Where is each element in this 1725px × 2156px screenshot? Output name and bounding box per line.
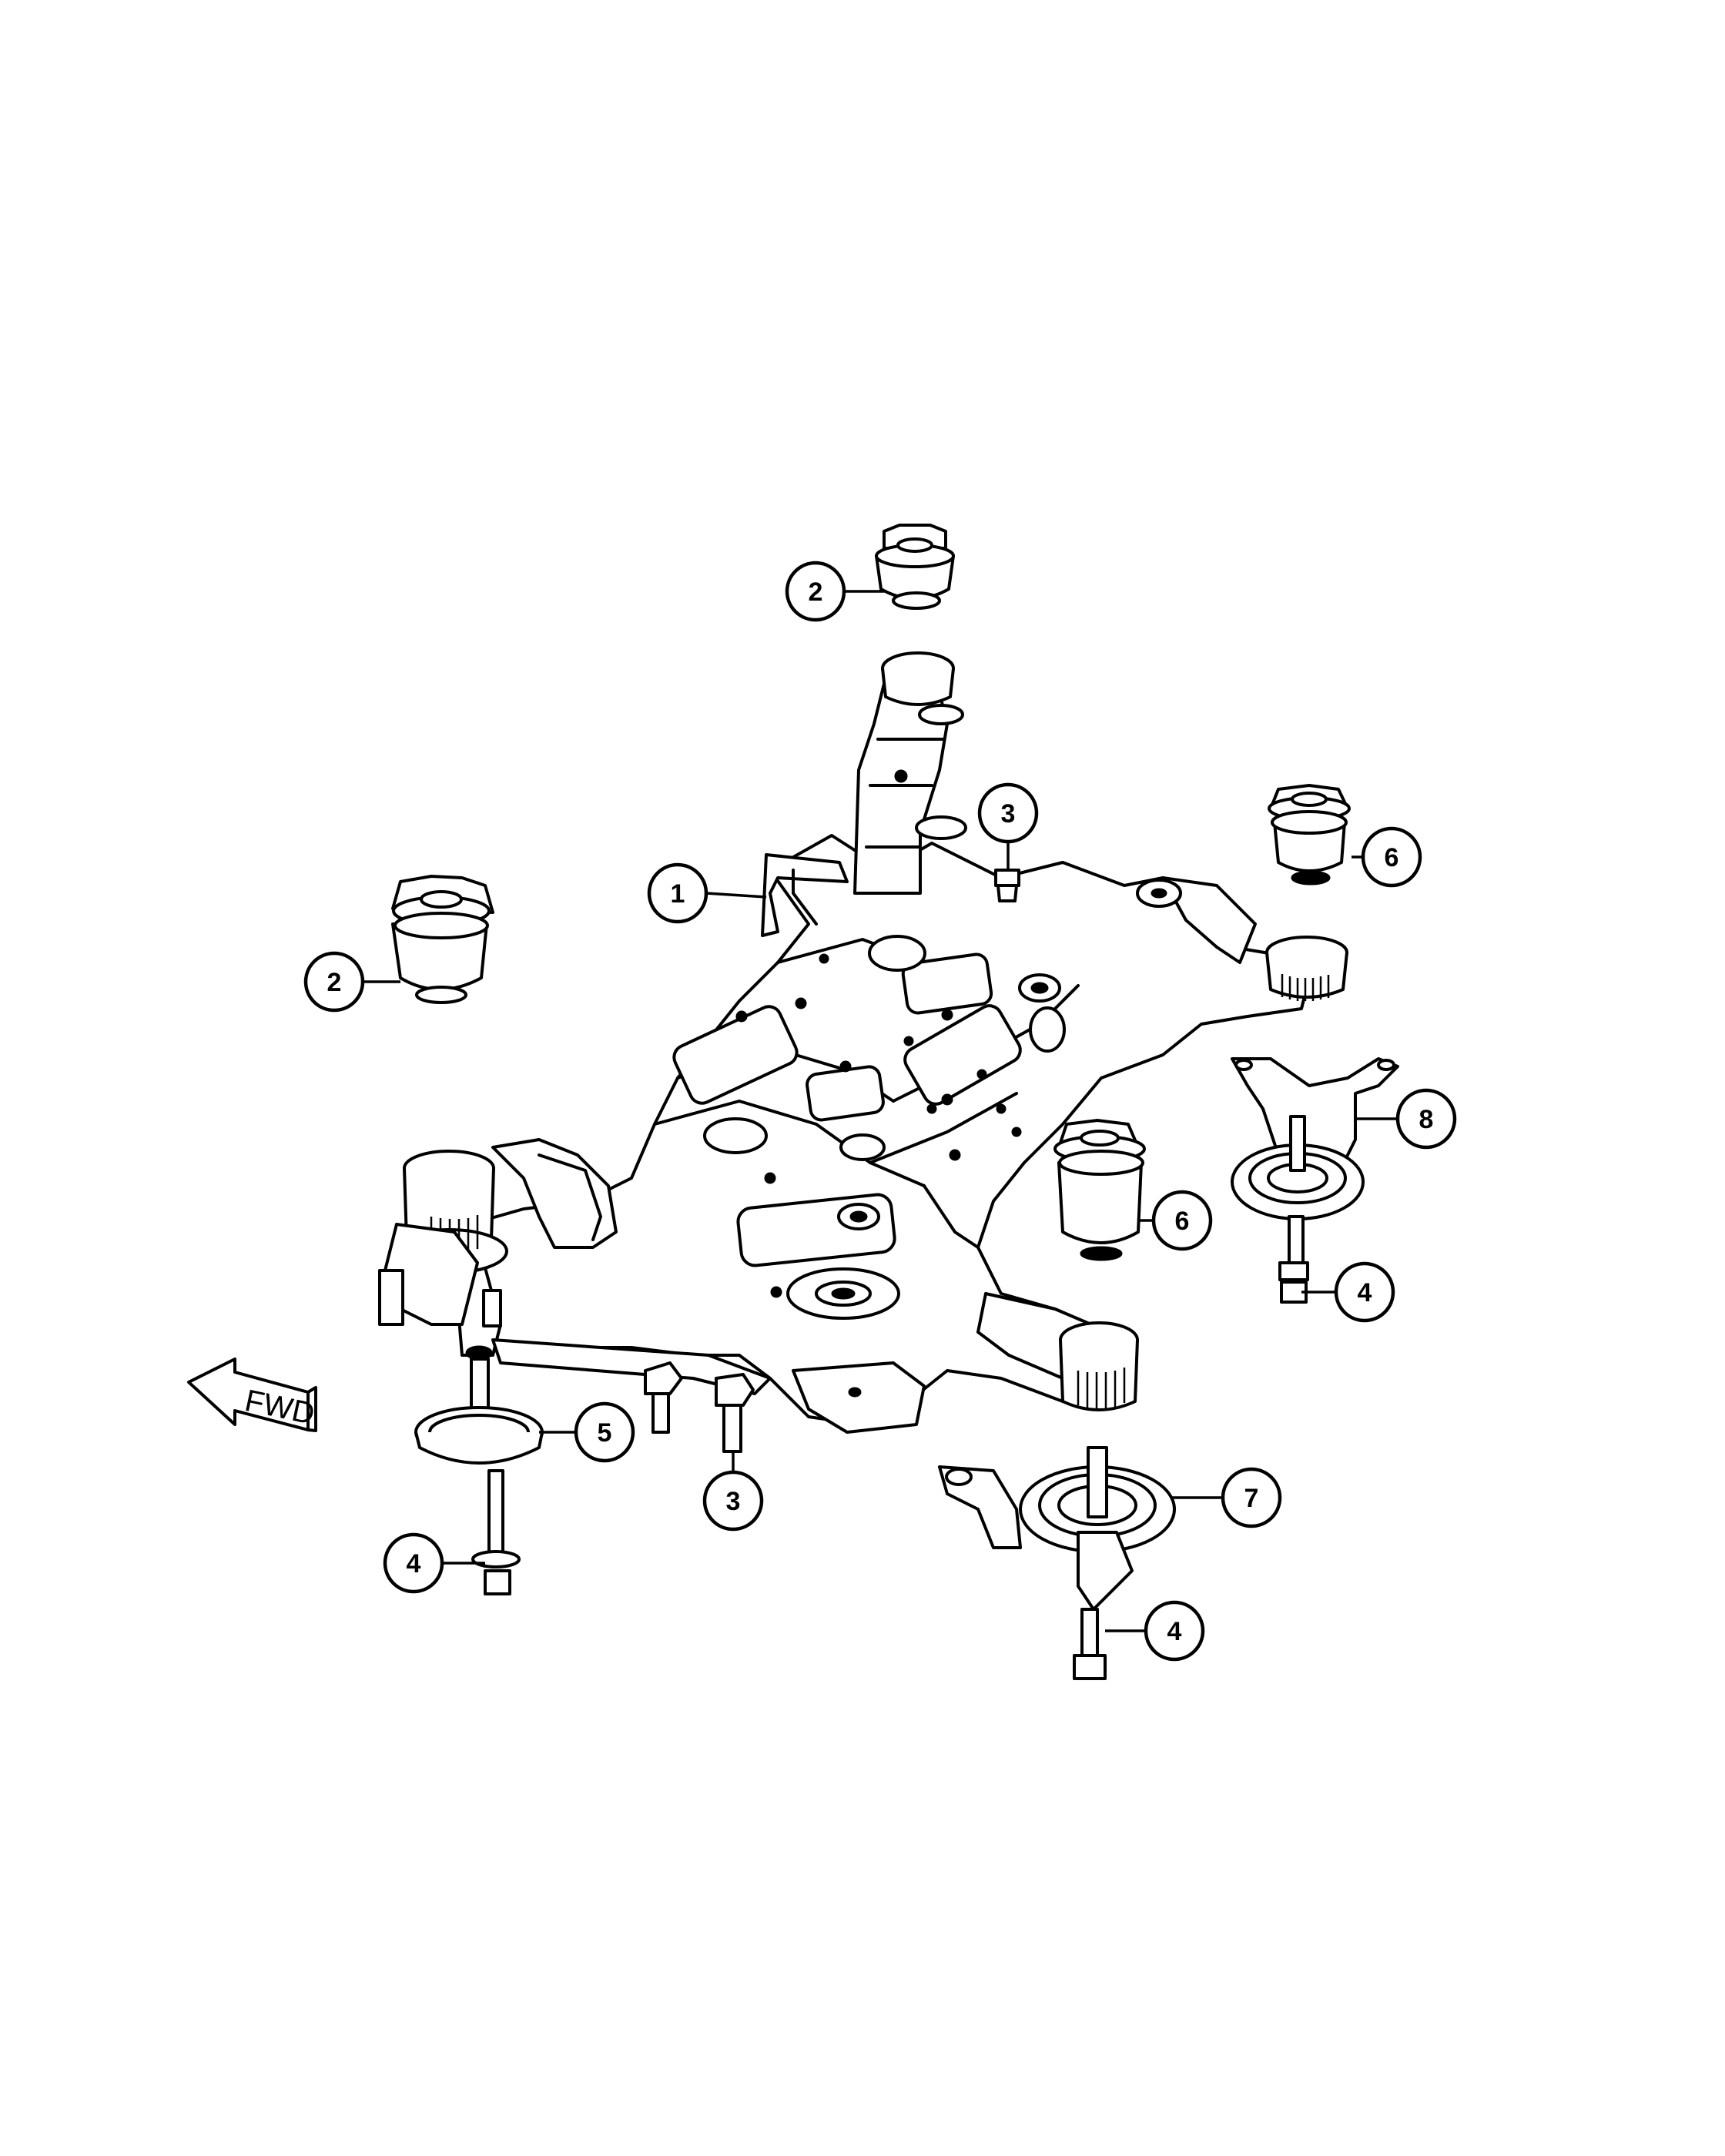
svg-text:3: 3 (1001, 799, 1016, 829)
callout-6-upper: 6 (1361, 826, 1422, 888)
bolt-3-lower-left (644, 1361, 683, 1434)
callout-8: 8 (1395, 1088, 1457, 1150)
svg-text:4: 4 (1358, 1278, 1372, 1307)
bushing-6-lower (1053, 1119, 1146, 1261)
svg-text:3: 3 (726, 1487, 741, 1516)
svg-text:1: 1 (671, 879, 685, 909)
crossmember-frame (378, 651, 1348, 1434)
svg-text:4: 4 (1167, 1617, 1182, 1646)
bushing-2-left (391, 875, 494, 1004)
mount-7 (938, 1446, 1176, 1680)
mount-5 (414, 1345, 544, 1465)
svg-text:4: 4 (407, 1549, 421, 1578)
svg-text:8: 8 (1419, 1105, 1434, 1134)
callout-1: 1 (647, 862, 708, 924)
callout-4-left: 4 (383, 1532, 444, 1594)
callout-6-lower: 6 (1151, 1190, 1213, 1251)
callout-2-top: 2 (785, 561, 846, 622)
svg-text:5: 5 (598, 1418, 612, 1448)
callout-2-left: 2 (303, 951, 365, 1013)
leader-lines (363, 590, 1398, 1632)
callout-4-bottom: 4 (1144, 1600, 1205, 1662)
callout-4-right: 4 (1334, 1261, 1395, 1323)
bushing-6-upper (1268, 784, 1351, 886)
svg-text:6: 6 (1175, 1207, 1190, 1236)
svg-text:2: 2 (327, 968, 342, 997)
mount-8 (1231, 1057, 1399, 1304)
svg-text:7: 7 (1244, 1484, 1259, 1513)
callout-3-lower: 3 (702, 1470, 764, 1532)
bolt-3-upper (994, 869, 1020, 902)
bolt-4-left (471, 1469, 521, 1595)
svg-text:6: 6 (1385, 843, 1399, 872)
bushing-2-top (875, 524, 955, 610)
callout-5: 5 (574, 1401, 635, 1463)
fwd-direction-arrow: FWD (187, 1358, 317, 1432)
callout-7: 7 (1221, 1467, 1282, 1528)
callout-3-upper: 3 (977, 782, 1039, 844)
svg-text:2: 2 (809, 578, 823, 607)
bolt-3-lower (715, 1373, 755, 1453)
